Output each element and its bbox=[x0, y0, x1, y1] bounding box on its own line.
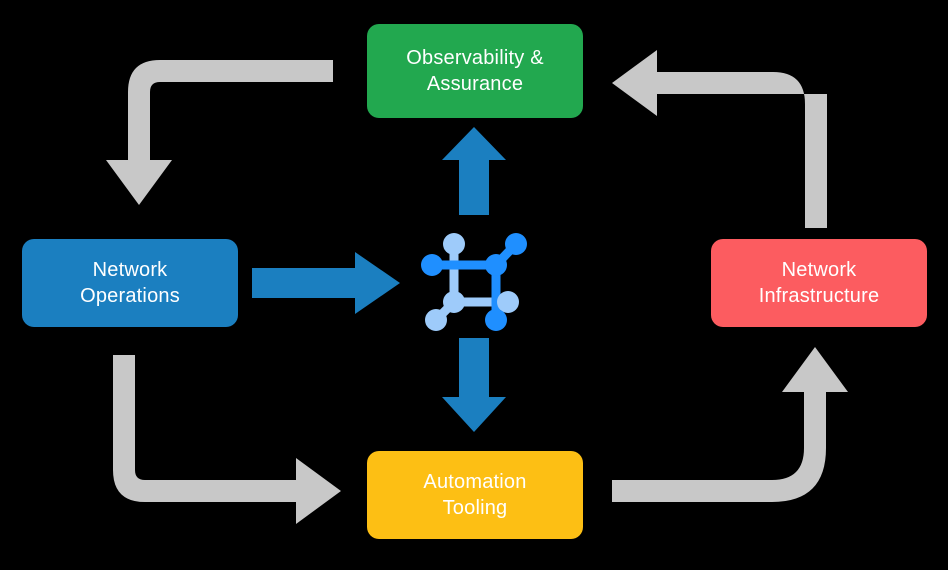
node-label-network-operations: Network Operations bbox=[80, 258, 180, 307]
topology-node-top-light bbox=[443, 233, 465, 255]
topology-node-center-right bbox=[485, 254, 507, 276]
node-box-observability[interactable]: Observability & Assurance bbox=[367, 24, 583, 118]
node-box-network-infrastructure[interactable]: Network Infrastructure bbox=[711, 239, 927, 327]
node-label-network-infrastructure: Network Infrastructure bbox=[758, 258, 880, 307]
topology-node-center-left bbox=[443, 291, 465, 313]
node-label-observability: Observability & Assurance bbox=[406, 46, 544, 95]
arrow-operations-to-automation bbox=[113, 355, 341, 524]
arrow-operations-to-center bbox=[252, 252, 400, 314]
node-box-network-operations[interactable]: Network Operations bbox=[22, 239, 238, 327]
arrow-observability-to-operations bbox=[106, 60, 333, 205]
arrow-automation-to-infrastructure bbox=[612, 347, 848, 502]
node-label-automation-tooling: Automation Tooling bbox=[423, 470, 527, 519]
topology-node-bottom bbox=[485, 309, 507, 331]
topology-node-top-right bbox=[505, 233, 527, 255]
node-box-automation-tooling[interactable]: Automation Tooling bbox=[367, 451, 583, 539]
topology-node-left bbox=[421, 254, 443, 276]
topology-nodes bbox=[421, 233, 527, 331]
topology-node-bottom-left bbox=[425, 309, 447, 331]
network-topology-icon bbox=[421, 233, 527, 331]
arrow-center-to-observability bbox=[442, 127, 506, 215]
topology-node-right bbox=[497, 291, 519, 313]
arrow-infrastructure-to-observability bbox=[612, 50, 827, 228]
arrow-center-to-automation bbox=[442, 338, 506, 432]
